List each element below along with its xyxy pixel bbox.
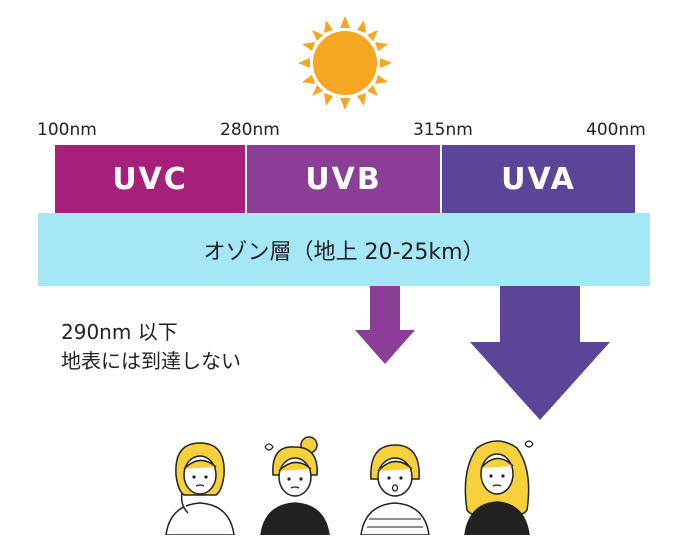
wavelength-label-315: 315nm: [413, 120, 473, 140]
uvc-band: UVC: [55, 145, 245, 213]
wavelength-label-100: 100nm: [37, 120, 97, 140]
sun-icon: [298, 16, 392, 110]
uvc-note: 290nm 以下 地表には到達しない: [61, 318, 241, 376]
troubled-woman-icon: [464, 440, 534, 535]
uvc-label: UVC: [112, 161, 188, 197]
uvc-note-line1: 290nm 以下: [61, 320, 178, 344]
uva-arrow: [470, 286, 610, 420]
worried-woman-icon: [165, 442, 235, 535]
ozone-label: オゾン層（地上 20-25km）: [203, 239, 485, 265]
uvb-label: UVB: [305, 161, 382, 197]
touching-face-woman-icon: [360, 444, 430, 535]
wavelength-label-400: 400nm: [586, 120, 646, 140]
confused-woman-icon: [260, 436, 330, 535]
ozone-layer: オゾン層（地上 20-25km）: [38, 213, 650, 286]
wavelength-label-280: 280nm: [220, 120, 280, 140]
uvc-note-line2: 地表には到達しない: [61, 349, 241, 373]
uva-band: UVA: [442, 145, 635, 213]
uva-label: UVA: [501, 161, 576, 197]
uvb-band: UVB: [247, 145, 440, 213]
uvb-arrow: [355, 286, 415, 364]
